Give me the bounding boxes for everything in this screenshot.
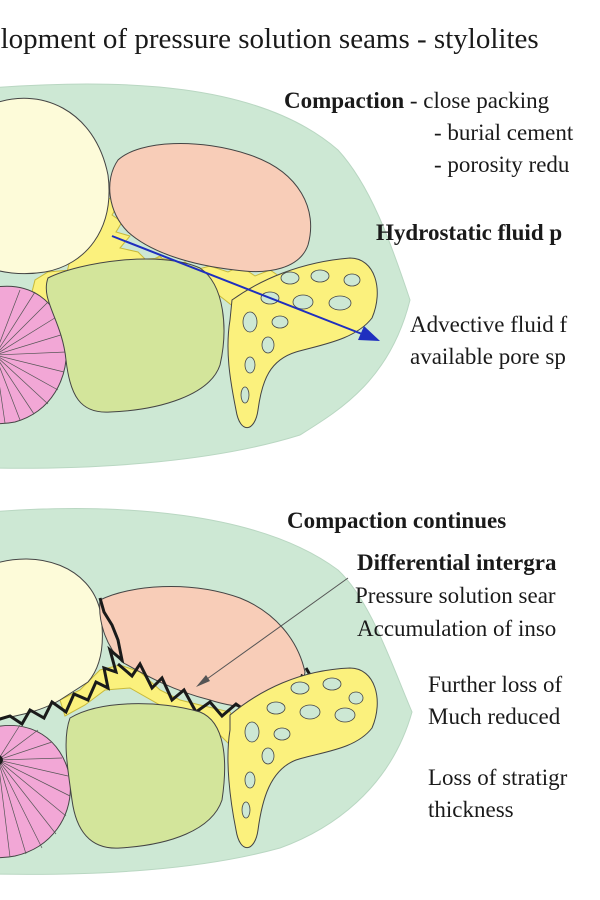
bottom-panel: Compaction continues Differential interg… <box>0 508 568 875</box>
top-cream-grain <box>0 97 110 275</box>
bottom-line-2: Accumulation of inso <box>357 616 556 641</box>
bottom-heading: Compaction continues <box>287 508 506 533</box>
bottom-line-6: thickness <box>428 797 514 822</box>
top-pink-radials <box>0 289 67 424</box>
top-bullet-2: - porosity redu <box>434 152 570 177</box>
top-note-line-2: available pore sp <box>410 344 566 369</box>
top-fluid-heading: Hydrostatic fluid p <box>376 220 562 245</box>
bottom-line-1: Pressure solution sear <box>355 583 556 608</box>
bottom-line-5: Loss of stratigr <box>428 765 568 790</box>
bottom-cream-grain <box>0 558 103 720</box>
bottom-pointer-head <box>196 675 210 687</box>
bottom-yellow-pores <box>241 677 364 819</box>
top-compaction-suffix: - close packing <box>404 88 549 113</box>
top-fluid-arrow <box>111 235 363 335</box>
top-note-line-1: Advective fluid f <box>410 312 567 337</box>
diagram-title: ...elopment of pressure solution seams -… <box>0 23 539 55</box>
top-green-grain <box>45 258 225 413</box>
bottom-stylolite-seam <box>0 597 125 727</box>
top-panel: Compaction - close packing - burial ceme… <box>0 83 574 469</box>
bottom-line-3: Further loss of <box>428 672 563 697</box>
bottom-green-grain <box>65 703 226 849</box>
top-fluid-arrowhead <box>358 326 380 341</box>
bottom-pink-radials <box>0 724 71 858</box>
top-compaction-line: Compaction - close packing <box>284 88 550 113</box>
bottom-pink-core <box>0 755 3 765</box>
bottom-line-4: Much reduced <box>428 704 561 729</box>
top-bullet-1: - burial cement <box>434 120 574 145</box>
top-yellow-pores <box>240 269 361 404</box>
bottom-pointer-line <box>199 577 349 685</box>
top-compaction-heading: Compaction <box>284 88 404 113</box>
top-peach-grain <box>109 143 312 273</box>
bottom-subheading: Differential intergra <box>357 550 557 575</box>
